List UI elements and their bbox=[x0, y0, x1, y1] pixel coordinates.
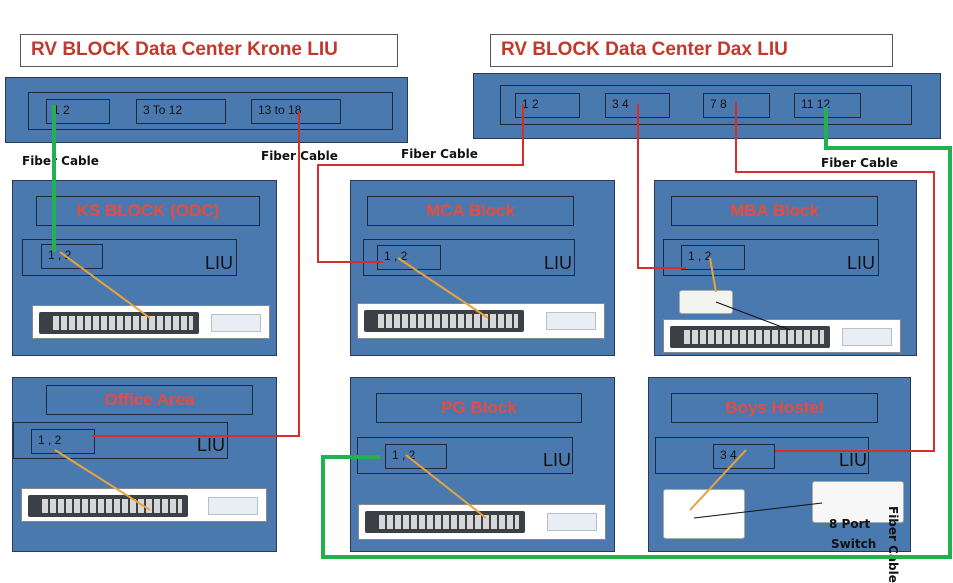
dax-port-11-12: 11 12 bbox=[794, 93, 861, 118]
krone-port-3-12: 3 To 12 bbox=[136, 99, 226, 124]
block-office-port: 1 , 2 bbox=[31, 429, 95, 454]
block-ks-switch bbox=[32, 305, 270, 339]
block-office-name: Office Area bbox=[46, 385, 253, 415]
switch-label-line2: Switch bbox=[831, 537, 877, 551]
krone-port-13-18: 13 to 18 bbox=[251, 99, 341, 124]
block-ks-name: KS BLOCK (ODC) bbox=[36, 196, 260, 226]
dax-port-1-2: 1 2 bbox=[515, 93, 580, 118]
cable-label-dax-left: Fiber Cable bbox=[401, 147, 478, 161]
block-pg-switch bbox=[358, 504, 606, 540]
block-mca-liu-label: LIU bbox=[544, 253, 573, 273]
block-mba-name: MBA Block bbox=[671, 196, 878, 226]
block-mba-port: 1 , 2 bbox=[681, 245, 745, 270]
cable-label-vertical: Fiber Cable bbox=[886, 506, 900, 583]
krone-port-1-2: 1 2 bbox=[46, 99, 110, 124]
block-mca-switch bbox=[357, 303, 605, 339]
block-mba-liu-label: LIU bbox=[847, 253, 876, 273]
cable-label-krone-left: Fiber Cable bbox=[22, 154, 99, 168]
block-pg-port: 1 , 2 bbox=[385, 444, 447, 469]
block-mca-name: MCA Block bbox=[367, 196, 574, 226]
block-hostel: Boys Hostel LIU 3 4 8 Port Switch bbox=[648, 377, 911, 552]
title-dax: RV BLOCK Data Center Dax LIU bbox=[490, 34, 893, 67]
block-mba: MBA Block LIU 1 , 2 bbox=[654, 180, 917, 356]
block-hostel-converter bbox=[663, 489, 745, 539]
block-hostel-liu-label: LIU bbox=[839, 450, 868, 470]
block-hostel-name: Boys Hostel bbox=[671, 393, 878, 423]
block-office-switch bbox=[21, 488, 267, 522]
block-mba-switch bbox=[663, 319, 901, 353]
block-pg: PG Block LIU 1 , 2 bbox=[350, 377, 615, 552]
block-office-liu-label: LIU bbox=[197, 435, 226, 455]
cable-label-dax-right: Fiber Cable bbox=[821, 156, 898, 170]
dax-port-7-8: 7 8 bbox=[703, 93, 770, 118]
block-ks: KS BLOCK (ODC) LIU 1 , 2 bbox=[12, 180, 277, 356]
cable-label-krone-right: Fiber Cable bbox=[261, 149, 338, 163]
dax-port-3-4: 3 4 bbox=[605, 93, 670, 118]
block-mca-port: 1 , 2 bbox=[377, 245, 441, 270]
block-office: Office Area LIU 1 , 2 bbox=[12, 377, 277, 552]
block-mba-converter bbox=[679, 290, 733, 314]
block-pg-name: PG Block bbox=[376, 393, 582, 423]
block-ks-port: 1 , 2 bbox=[41, 244, 103, 269]
block-mca: MCA Block LIU 1 , 2 bbox=[350, 180, 615, 356]
switch-label-line1: 8 Port bbox=[829, 517, 871, 531]
block-ks-liu-label: LIU bbox=[205, 253, 234, 273]
title-krone: RV BLOCK Data Center Krone LIU bbox=[20, 34, 398, 67]
block-hostel-port: 3 4 bbox=[713, 444, 775, 469]
block-pg-liu-label: LIU bbox=[543, 450, 572, 470]
